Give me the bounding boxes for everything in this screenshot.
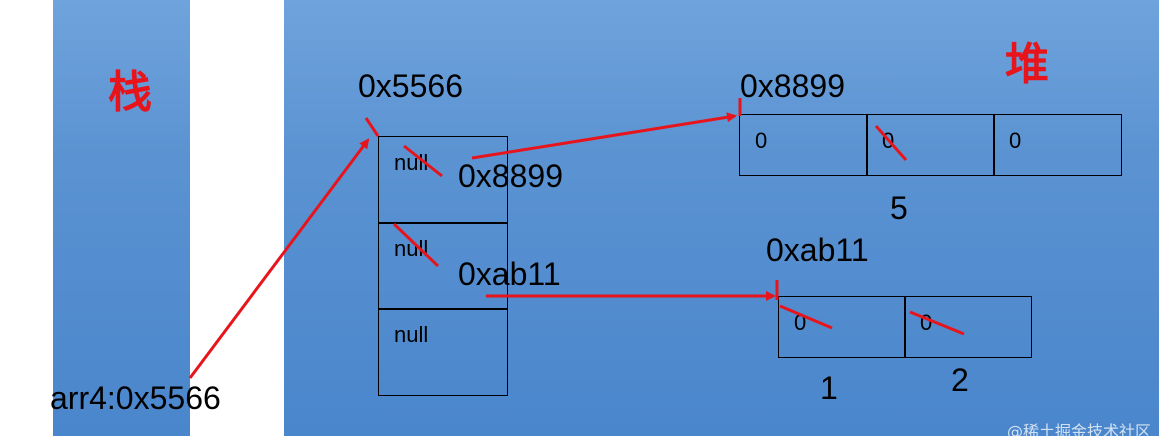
- array-b-index-label-1: 1: [820, 370, 838, 406]
- array-b-address: 0xab11: [766, 232, 869, 268]
- strike-outer-null-0: [403, 144, 443, 178]
- outer-array-cell-0: [378, 136, 508, 224]
- array-b-cell-1: [904, 296, 1032, 358]
- heap-title: 堆: [1005, 39, 1049, 90]
- stack-variable: arr4:0x5566: [50, 380, 221, 416]
- watermark: @稀土掘金技术社区: [1006, 422, 1151, 441]
- array-a-cell-0: [739, 114, 868, 176]
- stack-title: 栈: [108, 67, 152, 118]
- arrow-stack-to-outer: [188, 138, 370, 379]
- tick-outer-address: [364, 117, 380, 137]
- array-b-index-label-2: 2: [951, 362, 969, 398]
- stack-panel: [53, 0, 190, 436]
- strike-array-b-cell-0: [779, 304, 833, 330]
- outer-array-cell-2: [378, 308, 508, 396]
- strike-array-b-cell-1: [909, 310, 965, 336]
- array-a-cell-0-value: 0: [755, 128, 768, 153]
- outer-cell-0-new-value: 0x8899: [458, 158, 563, 194]
- array-a-cell-2-value: 0: [1009, 128, 1022, 153]
- array-a-cell-2: [993, 114, 1122, 176]
- array-b-cell-0: [778, 296, 906, 358]
- heap-panel: [284, 0, 1159, 436]
- array-a-cell-1: [866, 114, 995, 176]
- outer-cell-1-new-value: 0xab11: [458, 256, 561, 292]
- strike-outer-null-1: [392, 222, 440, 268]
- array-a-address: 0x8899: [740, 68, 845, 104]
- outer-cell-2-value: null: [394, 322, 429, 347]
- strike-array-a-cell-1: [874, 125, 908, 161]
- outer-array-cell-1: [378, 222, 508, 310]
- array-a-length-label: 5: [890, 190, 908, 226]
- arrow-outer-to-array-a: [471, 112, 737, 160]
- outer-array-address: 0x5566: [358, 68, 463, 104]
